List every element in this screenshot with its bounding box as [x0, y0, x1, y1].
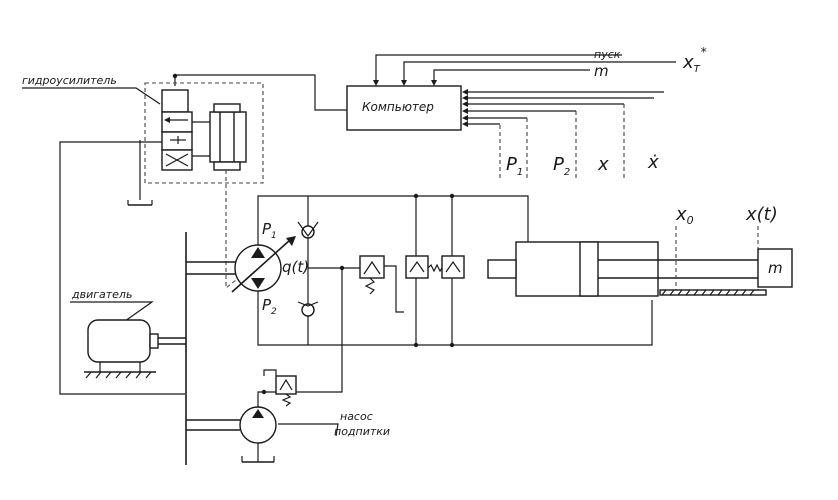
computer-label: Компьютер	[362, 100, 434, 114]
meas-p1-label: P1	[506, 154, 523, 178]
cmd-start-label: пуск	[594, 48, 621, 61]
servo-cylinder	[192, 103, 247, 171]
cylinder-ground	[659, 289, 767, 296]
meas-x-label: x	[597, 154, 609, 175]
hydraulic-cylinder	[487, 241, 760, 297]
pump-p1-label: P1	[262, 220, 277, 241]
engine-label: двигатель	[71, 288, 132, 301]
main-circuit	[257, 193, 653, 348]
control-signal-line	[174, 74, 347, 111]
xt-label: x(t)	[745, 204, 778, 225]
cmd-xt-label: xT*	[682, 45, 707, 75]
meas-xdot-label: ẋ	[647, 152, 659, 173]
servo-amplifier-label: гидроусилитель	[22, 74, 117, 87]
x0-label: x0	[675, 204, 694, 227]
servo-valve	[161, 89, 193, 171]
command-lines	[373, 54, 676, 86]
pump-p2-label: P2	[262, 296, 277, 317]
load-mass	[757, 248, 793, 288]
mass-label: m	[768, 259, 783, 277]
cmd-m-label: m	[594, 62, 609, 80]
engine-body	[87, 319, 151, 363]
meas-p2-label: P2	[553, 154, 570, 178]
computer-block	[346, 85, 462, 131]
pump-flow-label: q(t)	[282, 258, 309, 276]
feedback-lines	[462, 89, 664, 178]
servo-amplifier-frame	[144, 82, 264, 184]
